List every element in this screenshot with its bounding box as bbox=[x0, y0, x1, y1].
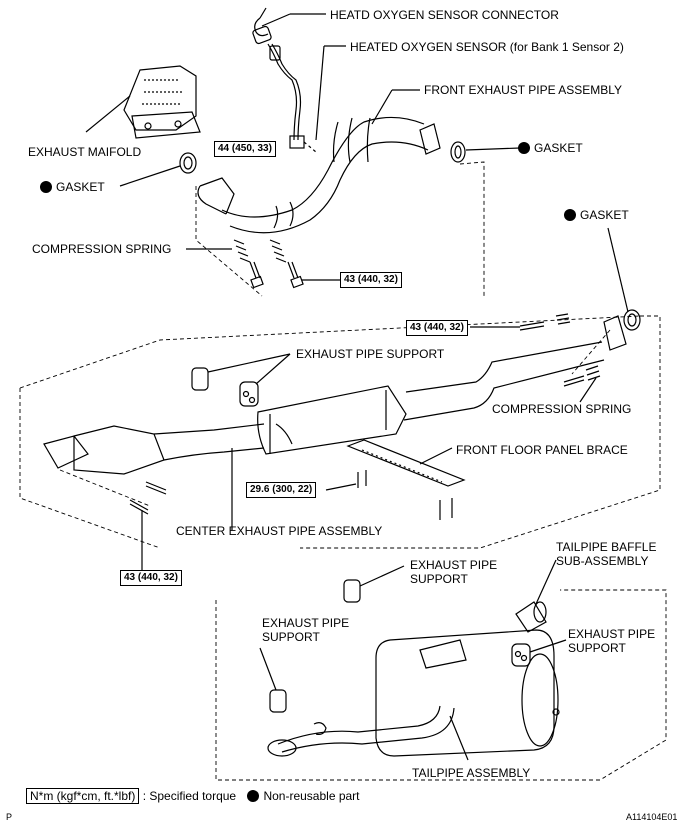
figure-code: A114104E01 bbox=[626, 812, 678, 822]
non-reusable-dot bbox=[518, 142, 530, 154]
tailpipe-baffle bbox=[515, 601, 547, 633]
label-front-floor-panel-brace: FRONT FLOOR PANEL BRACE bbox=[456, 443, 628, 457]
gasket-manifold bbox=[179, 152, 197, 174]
leader-gasket-left bbox=[119, 165, 181, 187]
leader-support-top-2 bbox=[255, 353, 291, 385]
exhaust-pipe-support-top-parts bbox=[191, 367, 259, 407]
label-compression-spring-left: COMPRESSION SPRING bbox=[32, 242, 172, 256]
leader-gasket-front bbox=[465, 147, 521, 151]
oxygen-sensor bbox=[289, 135, 317, 153]
label-heated-oxygen-sensor: HEATED OXYGEN SENSOR (for Bank 1 Sensor … bbox=[350, 40, 624, 54]
exhaust-manifold bbox=[123, 65, 201, 139]
legend-torque-text: : Specified torque bbox=[142, 789, 237, 803]
legend-non-reusable-text: Non-reusable part bbox=[263, 789, 360, 803]
leader-torque-brace bbox=[325, 483, 357, 491]
exhaust-pipe-support-lower-parts bbox=[269, 579, 531, 713]
front-floor-panel-brace bbox=[346, 439, 466, 520]
leader-front-pipe bbox=[371, 89, 393, 125]
torque-center-pipe-front: 43 (440, 32) bbox=[120, 570, 182, 586]
torque-brace-bolts: 29.6 (300, 22) bbox=[246, 482, 317, 498]
leader-support-mid bbox=[359, 565, 405, 587]
label-gasket-front-pipe: GASKET bbox=[518, 141, 583, 155]
leader-connector bbox=[261, 13, 291, 27]
non-reusable-dot bbox=[564, 209, 576, 221]
non-reusable-dot bbox=[40, 181, 52, 193]
center-pipe-rear-bolts bbox=[519, 313, 601, 387]
leader-brace bbox=[419, 447, 453, 465]
label-compression-spring-right: COMPRESSION SPRING bbox=[492, 402, 632, 416]
leader-manifold bbox=[85, 95, 131, 133]
torque-sensor: 44 (450, 33) bbox=[214, 141, 276, 157]
label-oxygen-sensor-connector: HEATD OXYGEN SENSOR CONNECTOR bbox=[330, 8, 559, 22]
leader-gasket-right bbox=[607, 227, 629, 313]
label-gasket-right: GASKET bbox=[564, 208, 629, 222]
oxygen-sensor-connector bbox=[252, 7, 302, 141]
gasket-rear bbox=[623, 309, 641, 331]
label-gasket-left: GASKET bbox=[40, 180, 105, 194]
legend-non-reusable-dot bbox=[247, 790, 260, 802]
leader-spring-right bbox=[579, 377, 597, 403]
torque-front-pipe-bolts: 43 (440, 32) bbox=[340, 272, 402, 288]
leader-tailpipe bbox=[449, 715, 469, 761]
center-pipe-front-bolts bbox=[129, 481, 167, 515]
legend: N*m (kgf*cm, ft.*lbf) : Specified torque… bbox=[26, 788, 360, 804]
leader-baffle bbox=[535, 559, 557, 605]
leader-sensor bbox=[315, 45, 325, 141]
tailpipe-assembly bbox=[267, 629, 560, 757]
label-exhaust-manifold: EXHAUST MAIFOLD bbox=[28, 145, 142, 159]
label-front-exhaust-pipe: FRONT EXHAUST PIPE ASSEMBLY bbox=[424, 83, 623, 97]
leader-support-left bbox=[259, 647, 277, 691]
guide-lines bbox=[19, 161, 667, 781]
leader-support-top-1 bbox=[207, 353, 291, 373]
gasket-front-pipe bbox=[450, 141, 466, 163]
center-exhaust-pipe bbox=[43, 315, 627, 475]
compression-spring-left-parts bbox=[233, 239, 304, 289]
label-tailpipe-assembly: TAILPIPE ASSEMBLY bbox=[412, 766, 531, 780]
legend-torque-box: N*m (kgf*cm, ft.*lbf) bbox=[26, 788, 140, 804]
front-exhaust-pipe bbox=[197, 116, 441, 234]
label-center-exhaust-pipe: CENTER EXHAUST PIPE ASSEMBLY bbox=[176, 524, 383, 538]
leader-support-right bbox=[529, 639, 567, 653]
corner-label-left: P bbox=[6, 812, 13, 822]
label-exhaust-pipe-support-top: EXHAUST PIPE SUPPORT bbox=[296, 347, 445, 361]
torque-center-pipe-rear: 43 (440, 32) bbox=[406, 320, 468, 336]
